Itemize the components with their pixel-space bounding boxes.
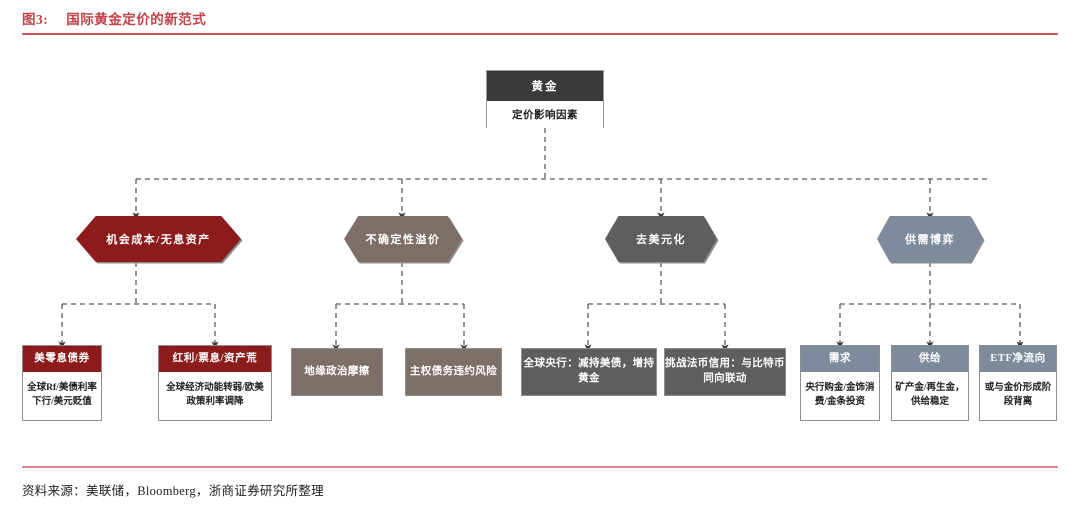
- branch-label-supply-demand: 供需博弈: [877, 216, 983, 262]
- branch-node-supply-demand: 供需博弈: [877, 216, 985, 264]
- leaf-node-sovereign-default-risk: 主权债务违约风险: [405, 348, 502, 396]
- leaf-header: ETF净流向: [980, 346, 1056, 372]
- branch-node-opportunity-cost: 机会成本/无息资产: [76, 216, 243, 264]
- leaf-node-fiat-credit-challenge: 挑战法币信用：与比特币同向联动: [664, 348, 786, 396]
- leaf-body: 央行购金/金饰消费/金条投资: [805, 383, 875, 407]
- leaf-node-etf-net-flow: ETF净流向 或与金价形成阶段背离: [979, 345, 1057, 421]
- branch-node-uncertainty-premium: 不确定性溢价: [344, 216, 464, 264]
- leaf-body: 全球经济动能转弱/欧美政策利率调降: [166, 383, 264, 407]
- leaf-header: 美零息债券: [23, 346, 101, 372]
- root-node-header: 黄金: [487, 71, 603, 101]
- leaf-body: 或与金价形成阶段背离: [984, 383, 1052, 407]
- leaf-header: 红利/票息/资产荒: [159, 346, 271, 372]
- leaf-header: 供给: [892, 346, 968, 372]
- branch-label-de-dollarization: 去美元化: [605, 216, 717, 262]
- branch-label-opportunity-cost: 机会成本/无息资产: [76, 216, 241, 262]
- leaf-node-demand: 需求 央行购金/金饰消费/金条投资: [800, 345, 880, 421]
- page-title: 图3: 国际黄金定价的新范式: [22, 8, 206, 28]
- leaf-node-supply: 供给 矿产金/再生金，供给稳定: [891, 345, 969, 421]
- leaf-node-us-zero-coupon: 美零息债券 全球Rf/美债利率下行/美元贬值: [22, 345, 102, 421]
- leaf-body: 矿产金/再生金，供给稳定: [895, 383, 965, 407]
- branch-node-de-dollarization: 去美元化: [605, 216, 719, 264]
- figure-title-text: 国际黄金定价的新范式: [66, 12, 207, 27]
- figure-number: 图3:: [22, 12, 49, 27]
- leaf-body: 全球Rf/美债利率下行/美元贬值: [27, 383, 97, 407]
- leaf-node-global-central-banks: 全球央行：减持美债，增持黄金: [521, 348, 657, 396]
- leaf-node-geopolitical-friction: 地缘政治摩擦: [291, 348, 383, 396]
- root-node-body: 定价影响因素: [487, 101, 603, 128]
- leaf-node-dividend-coupon: 红利/票息/资产荒 全球经济动能转弱/欧美政策利率调降: [158, 345, 272, 421]
- title-divider: [22, 33, 1058, 35]
- source-note: 资料来源：美联储，Bloomberg，浙商证券研究所整理: [22, 484, 324, 498]
- footer-divider: [22, 466, 1058, 468]
- leaf-header: 需求: [801, 346, 879, 372]
- branch-label-uncertainty-premium: 不确定性溢价: [344, 216, 462, 262]
- root-node: 黄金 定价影响因素: [486, 70, 604, 128]
